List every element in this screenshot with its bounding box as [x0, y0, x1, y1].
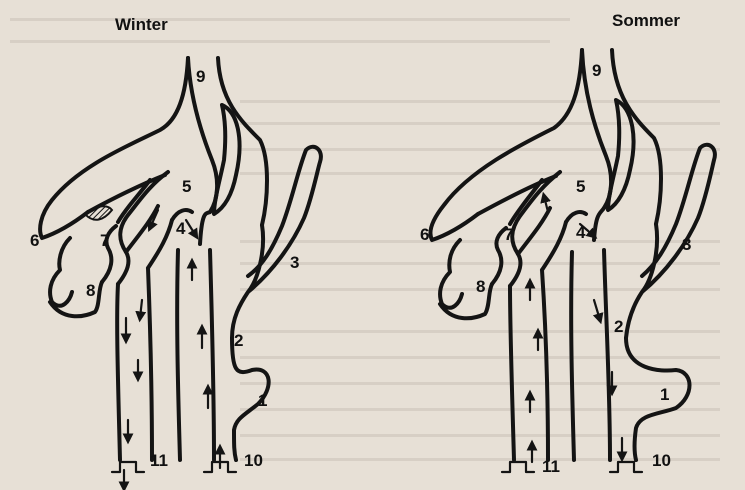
summer-label-8: 8: [476, 277, 485, 296]
summer-stub-10: [610, 462, 642, 472]
summer-left-contour: [431, 50, 583, 318]
winter-label-4: 4: [176, 219, 186, 238]
winter-label-10: 10: [244, 451, 263, 470]
winter-stub-11: [112, 462, 144, 472]
winter-flow-arrows: [124, 210, 220, 488]
summer-label-6: 6: [420, 225, 429, 244]
winter-left-contour: [40, 58, 188, 316]
summer-label-11: 11: [542, 457, 560, 476]
winter-title: Winter: [115, 15, 168, 34]
summer-chamber-5: [608, 100, 634, 210]
summer-label-3: 3: [682, 235, 691, 254]
winter-label-9: 9: [196, 67, 205, 86]
summer-label-1: 1: [660, 385, 669, 404]
summer-diagram: Sommer 9 5 4 6 7 8 3 2: [420, 11, 715, 476]
summer-label-7: 7: [504, 225, 513, 244]
winter-label-8: 8: [86, 281, 95, 300]
summer-label-4: 4: [576, 223, 586, 242]
summer-label-5: 5: [576, 177, 585, 196]
winter-label-1: 1: [258, 391, 267, 410]
winter-label-2: 2: [234, 331, 243, 350]
summer-title: Sommer: [612, 11, 680, 30]
winter-label-3: 3: [290, 253, 299, 272]
winter-label-5: 5: [182, 177, 191, 196]
winter-chamber-5: [214, 105, 240, 214]
winter-hatched-clot: [85, 206, 112, 220]
winter-central-spine: [172, 210, 214, 460]
winter-label-6: 6: [30, 231, 39, 250]
winter-label-11: 11: [150, 451, 168, 470]
summer-label-2: 2: [614, 317, 623, 336]
winter-diagram: Winter: [30, 15, 321, 488]
winter-label-7: 7: [100, 231, 109, 250]
summer-stub-11: [502, 462, 534, 472]
summer-central-spine: [566, 208, 610, 460]
summer-label-9: 9: [592, 61, 601, 80]
summer-label-10: 10: [652, 451, 671, 470]
